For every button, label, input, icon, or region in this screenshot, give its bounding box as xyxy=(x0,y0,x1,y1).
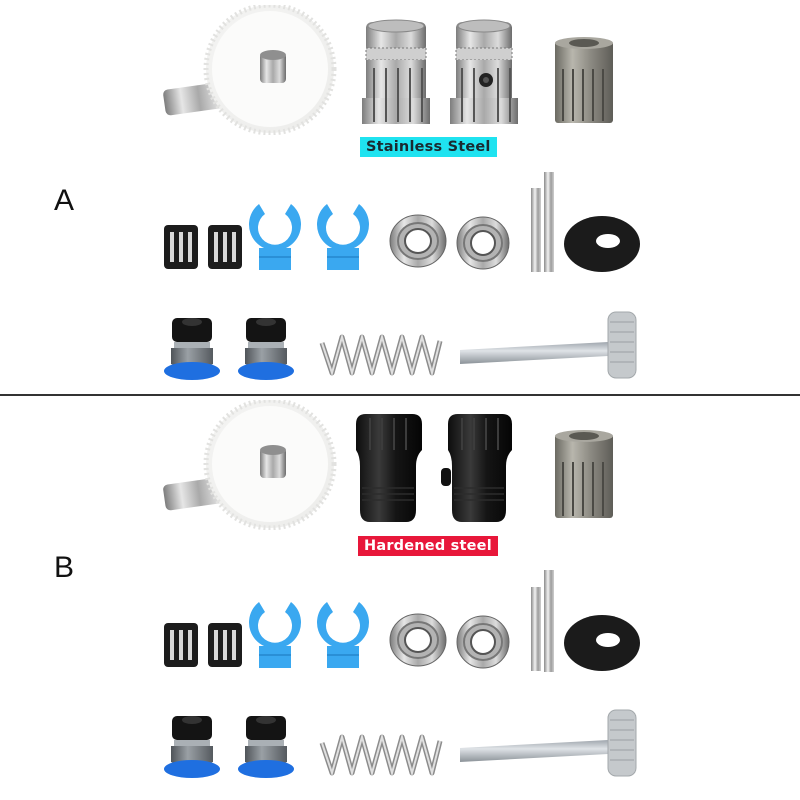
thumb-screw-image xyxy=(458,706,638,778)
hardened-drive-gear-image xyxy=(350,410,426,526)
blue-tube-clip-image xyxy=(313,598,373,670)
needle-bearing-image xyxy=(207,622,243,668)
compression-spring-image xyxy=(318,333,444,379)
black-washer-image xyxy=(563,215,641,273)
steel-pin-image xyxy=(530,587,542,671)
needle-bearing-image xyxy=(163,224,199,270)
blue-tube-clip-image xyxy=(245,200,305,272)
motor-pinion-gear-image xyxy=(553,428,615,520)
steel-pin-image xyxy=(543,570,555,672)
stainless-drive-gear-image xyxy=(360,18,432,126)
needle-bearing-image xyxy=(207,224,243,270)
ball-bearing-image xyxy=(388,213,448,269)
needle-bearing-image xyxy=(163,622,199,668)
push-fit-coupler-image xyxy=(237,714,295,780)
steel-pin-image xyxy=(530,188,542,272)
stainless-drive-gear-set-screw-image xyxy=(448,18,520,126)
white-plastic-gear-image xyxy=(160,5,340,135)
blue-tube-clip-image xyxy=(313,200,373,272)
section-label-a: A xyxy=(54,184,75,217)
ball-bearing-image xyxy=(455,614,511,670)
push-fit-coupler-image xyxy=(163,714,221,780)
material-badge-stainless: Stainless Steel xyxy=(360,137,497,157)
compression-spring-image xyxy=(318,733,444,779)
section-divider xyxy=(0,394,800,396)
material-badge-hardened: Hardened steel xyxy=(358,536,498,556)
push-fit-coupler-image xyxy=(163,316,221,382)
push-fit-coupler-image xyxy=(237,316,295,382)
black-washer-image xyxy=(563,614,641,672)
white-plastic-gear-image xyxy=(160,400,340,530)
section-label-b: B xyxy=(54,551,75,584)
thumb-screw-image xyxy=(458,308,638,380)
ball-bearing-image xyxy=(388,612,448,668)
hardened-drive-gear-set-screw-image xyxy=(440,410,516,526)
steel-pin-image xyxy=(543,172,555,272)
motor-pinion-gear-image xyxy=(553,35,615,125)
ball-bearing-image xyxy=(455,215,511,271)
blue-tube-clip-image xyxy=(245,598,305,670)
